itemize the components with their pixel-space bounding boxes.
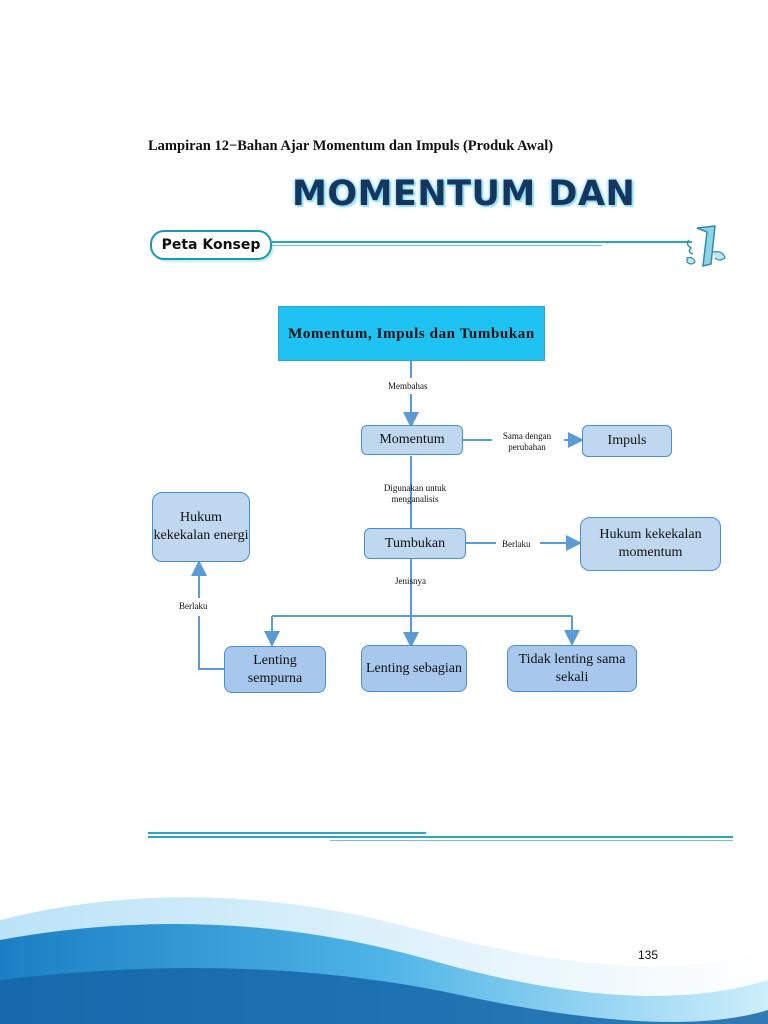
- link-label-jenisnya: Jenisnya: [395, 576, 426, 586]
- header-rule-thin: [272, 245, 602, 246]
- connector-line: [198, 616, 224, 670]
- node-hukum-kekekalan-energi: Hukum kekekalan energi: [152, 492, 250, 562]
- link-label-line: Digunakan untuk: [383, 483, 447, 493]
- root-concept-box: Momentum, Impuls dan Tumbukan: [278, 306, 545, 361]
- link-label-berlaku-right: Berlaku: [502, 539, 531, 549]
- decorative-ornament-icon: [686, 225, 726, 267]
- decorative-wave-footer: [0, 897, 768, 1024]
- footer-rule: [148, 832, 426, 834]
- link-label-membahas: Membahas: [388, 381, 428, 391]
- node-lenting-sebagian: Lenting sebagian: [361, 645, 467, 692]
- link-label-berlaku-left: Berlaku: [179, 601, 208, 611]
- footer-rule-thin: [330, 840, 733, 841]
- footer-rule: [148, 836, 733, 838]
- page-number: 135: [638, 948, 659, 962]
- header-rule: [272, 241, 692, 243]
- node-hukum-kekekalan-momentum: Hukum kekekalan momentum: [580, 517, 721, 571]
- section-pill: Peta Konsep: [150, 230, 272, 260]
- node-lenting-sempurna: Lenting sempurna: [224, 646, 326, 693]
- banner-title: MOMENTUM DAN: [292, 174, 636, 214]
- link-label-line: Sama dengan: [502, 431, 552, 441]
- document-caption: Lampiran 12−Bahan Ajar Momentum dan Impu…: [148, 138, 554, 154]
- link-label-sama-dengan: Sama dengan perubahan: [494, 431, 560, 453]
- node-impuls: Impuls: [582, 425, 672, 457]
- node-tumbukan: Tumbukan: [364, 528, 466, 559]
- node-tidak-lenting-sama-sekali: Tidak lenting sama sekali: [507, 645, 637, 692]
- link-label-digunakan: Digunakan untuk menganalisis: [370, 483, 460, 505]
- node-momentum: Momentum: [361, 425, 463, 455]
- link-label-line: menganalisis: [391, 494, 439, 504]
- link-label-line: perubahan: [508, 442, 546, 452]
